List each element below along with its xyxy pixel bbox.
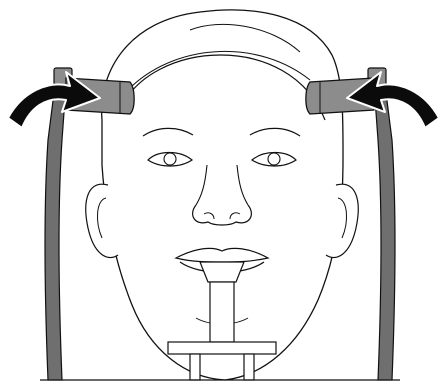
chin-rest-post-left [190, 354, 200, 380]
bite-stem [210, 282, 234, 342]
bite-block-top [200, 262, 244, 282]
chin-rest-post-right [244, 354, 254, 380]
chin-rest-bar [168, 342, 276, 354]
left-side-rod [45, 85, 66, 380]
right-side-rod [374, 85, 395, 380]
